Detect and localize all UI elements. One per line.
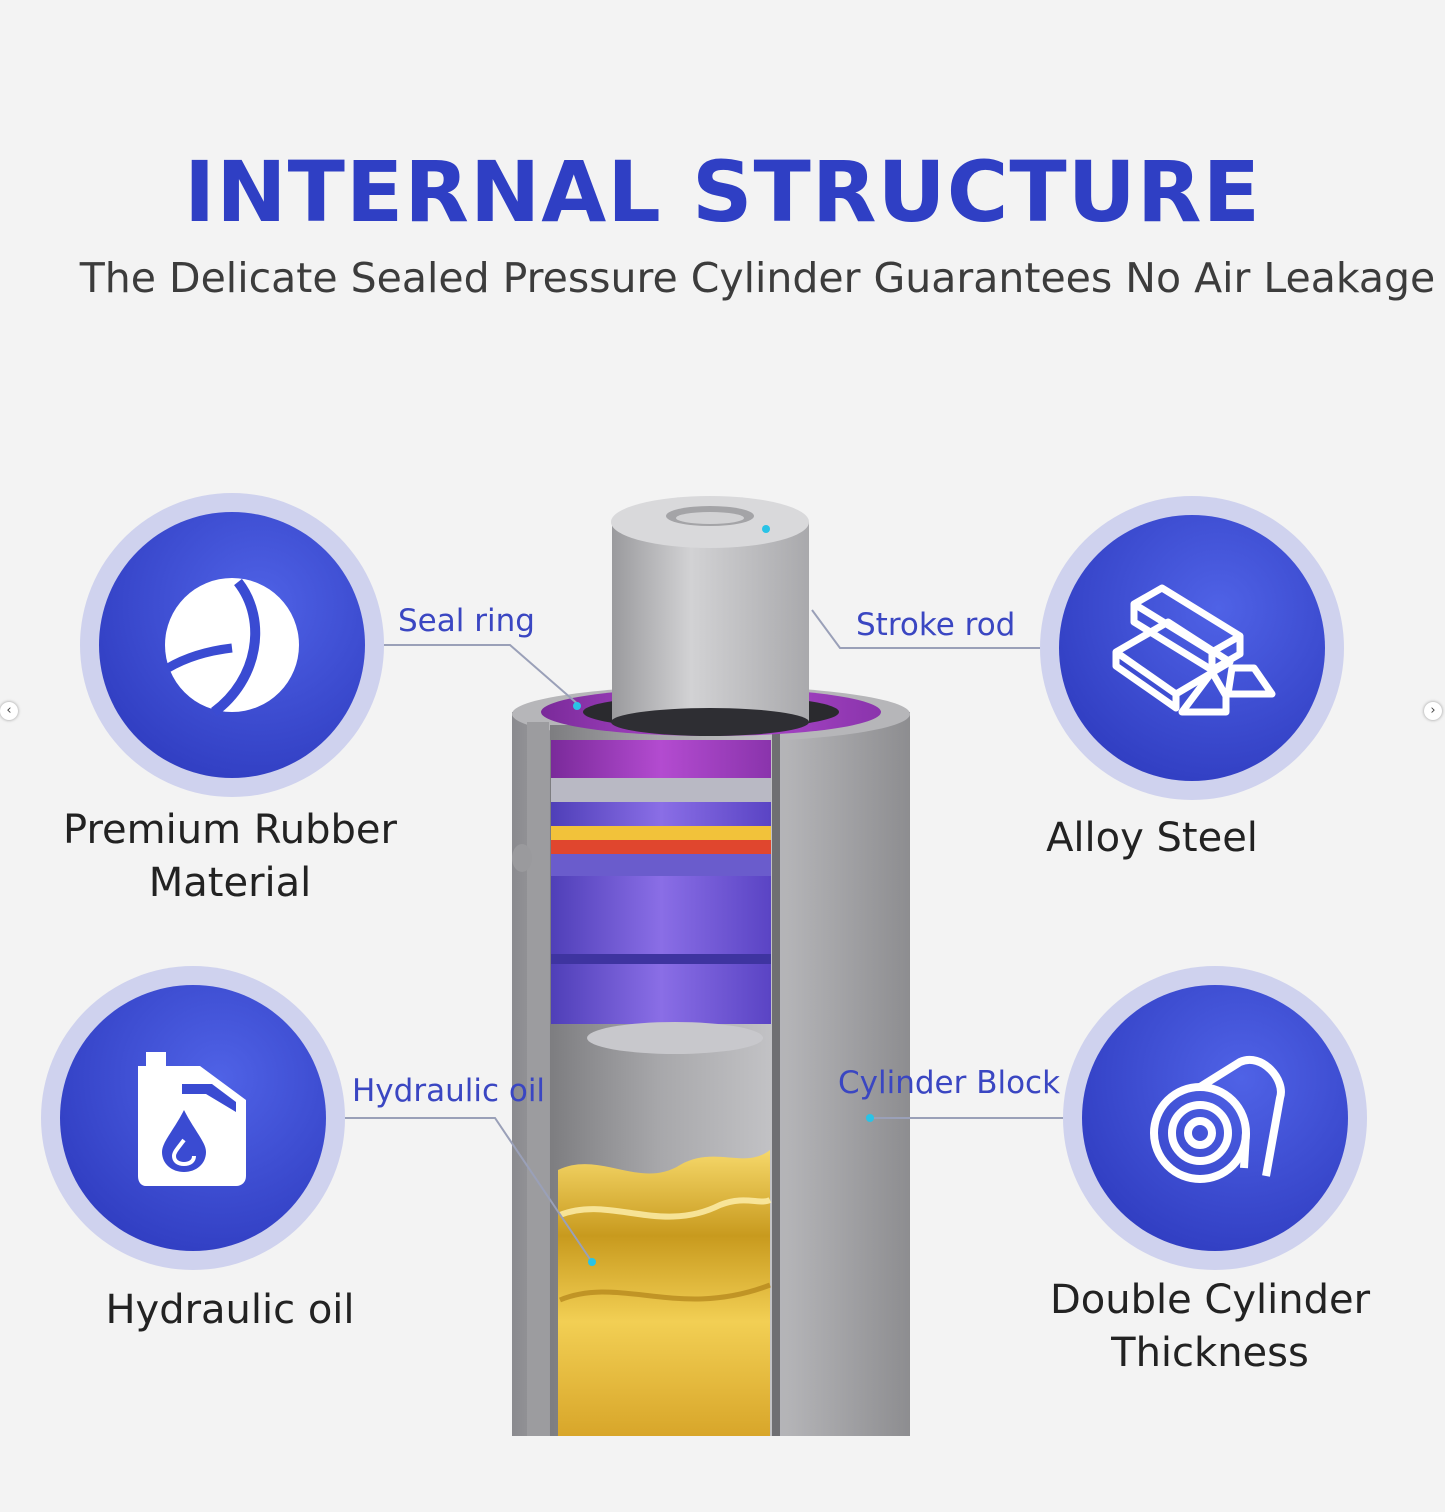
page-subtitle: The Delicate Sealed Pressure Cylinder Gu… <box>79 254 1436 302</box>
callout-stroke-rod: Stroke rod <box>856 607 1016 643</box>
carousel-prev-button[interactable]: ‹ <box>0 702 18 720</box>
ball-icon <box>165 578 299 717</box>
carousel-next-button[interactable]: › <box>1424 702 1442 720</box>
callout-hydraulic-oil: Hydraulic oil <box>352 1073 546 1109</box>
steel-coil-icon <box>1150 1056 1285 1183</box>
stroke-rod <box>612 522 809 722</box>
feature-label-thickness: Double Cylinder Thickness <box>1049 1277 1371 1376</box>
feature-label-oil: Hydraulic oil <box>105 1287 355 1333</box>
callout-cylinder-block: Cylinder Block <box>838 1065 1061 1101</box>
feature-label-steel: Alloy Steel <box>1046 815 1258 861</box>
page-title: INTERNAL STRUCTURE <box>184 143 1261 241</box>
steel-bars-icon <box>1112 584 1276 716</box>
feature-label-rubber: Premium Rubber Material <box>63 807 397 906</box>
callout-seal-ring: Seal ring <box>398 603 535 639</box>
oil-can-icon <box>138 1052 246 1186</box>
